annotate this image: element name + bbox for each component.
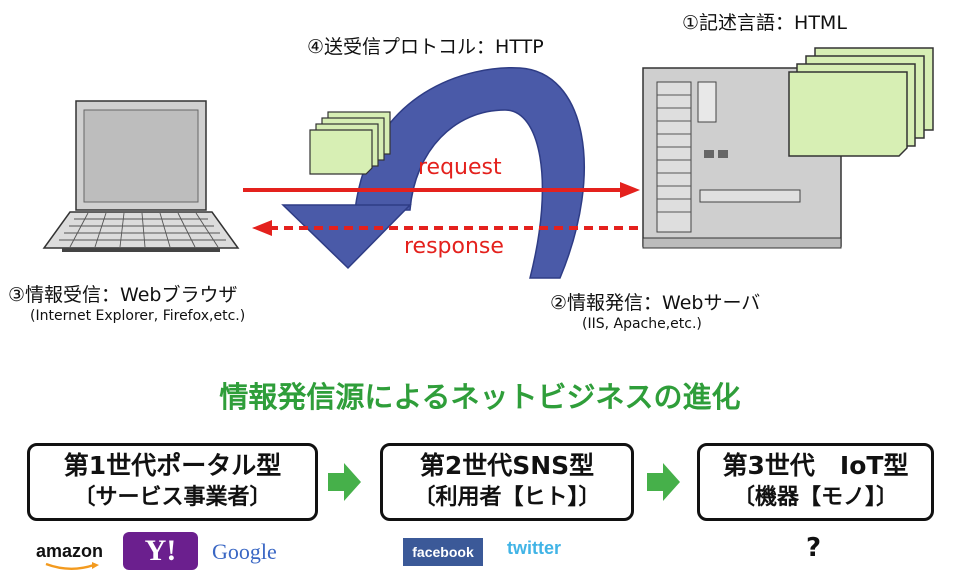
generation-2-box: 第2世代SNS型 〔利用者【ヒト】〕 <box>380 443 634 521</box>
protocol-label: ④送受信プロトコル：HTTP <box>307 36 544 58</box>
description-language-label: ①記述言語：HTML <box>682 12 847 34</box>
green-arrow-2-icon <box>647 463 680 501</box>
facebook-logo: facebook <box>403 538 483 566</box>
generation-1-subtitle: 〔サービス事業者〕 <box>73 485 272 510</box>
generation-3-title: 第3世代 IoT型 <box>722 451 909 480</box>
request-label: request <box>418 155 502 180</box>
yahoo-logo: Y! <box>123 532 198 570</box>
web-architecture-diagram <box>42 47 934 279</box>
generation-2-subtitle: 〔利用者【ヒト】〕 <box>413 485 601 510</box>
server-label: ②情報発信：Webサーバ <box>550 292 761 314</box>
twitter-logo: twitter <box>507 538 561 558</box>
green-arrow-1-icon <box>328 463 361 501</box>
unknown-logo: ? <box>806 533 822 563</box>
generation-1-box: 第1世代ポータル型 〔サービス事業者〕 <box>27 443 318 521</box>
request-arrowhead <box>620 182 640 198</box>
html-documents-icon <box>788 47 934 157</box>
google-logo: Google <box>212 539 277 564</box>
amazon-logo: amazon <box>36 541 104 561</box>
response-arrowhead <box>252 220 272 236</box>
client-examples: (Internet Explorer, Firefox,etc.) <box>30 308 246 324</box>
evolution-heading: 情報発信源によるネットビジネスの進化 <box>219 380 741 414</box>
generation-3-box: 第3世代 IoT型 〔機器【モノ】〕 <box>697 443 934 521</box>
generation-2-title: 第2世代SNS型 <box>419 451 595 480</box>
http-arc-arrow <box>354 67 585 279</box>
http-arc-arrowhead <box>281 204 412 270</box>
response-label: response <box>404 234 504 259</box>
generation-1-title: 第1世代ポータル型 <box>63 451 282 480</box>
server-examples: (IIS, Apache,etc.) <box>582 316 702 332</box>
amazon-smile-icon <box>45 562 99 570</box>
laptop-icon <box>42 100 240 252</box>
transit-documents-icon <box>309 111 391 175</box>
generation-3-subtitle: 〔機器【モノ】〕 <box>732 485 898 510</box>
client-label: ③情報受信：Webブラウザ <box>8 284 238 306</box>
